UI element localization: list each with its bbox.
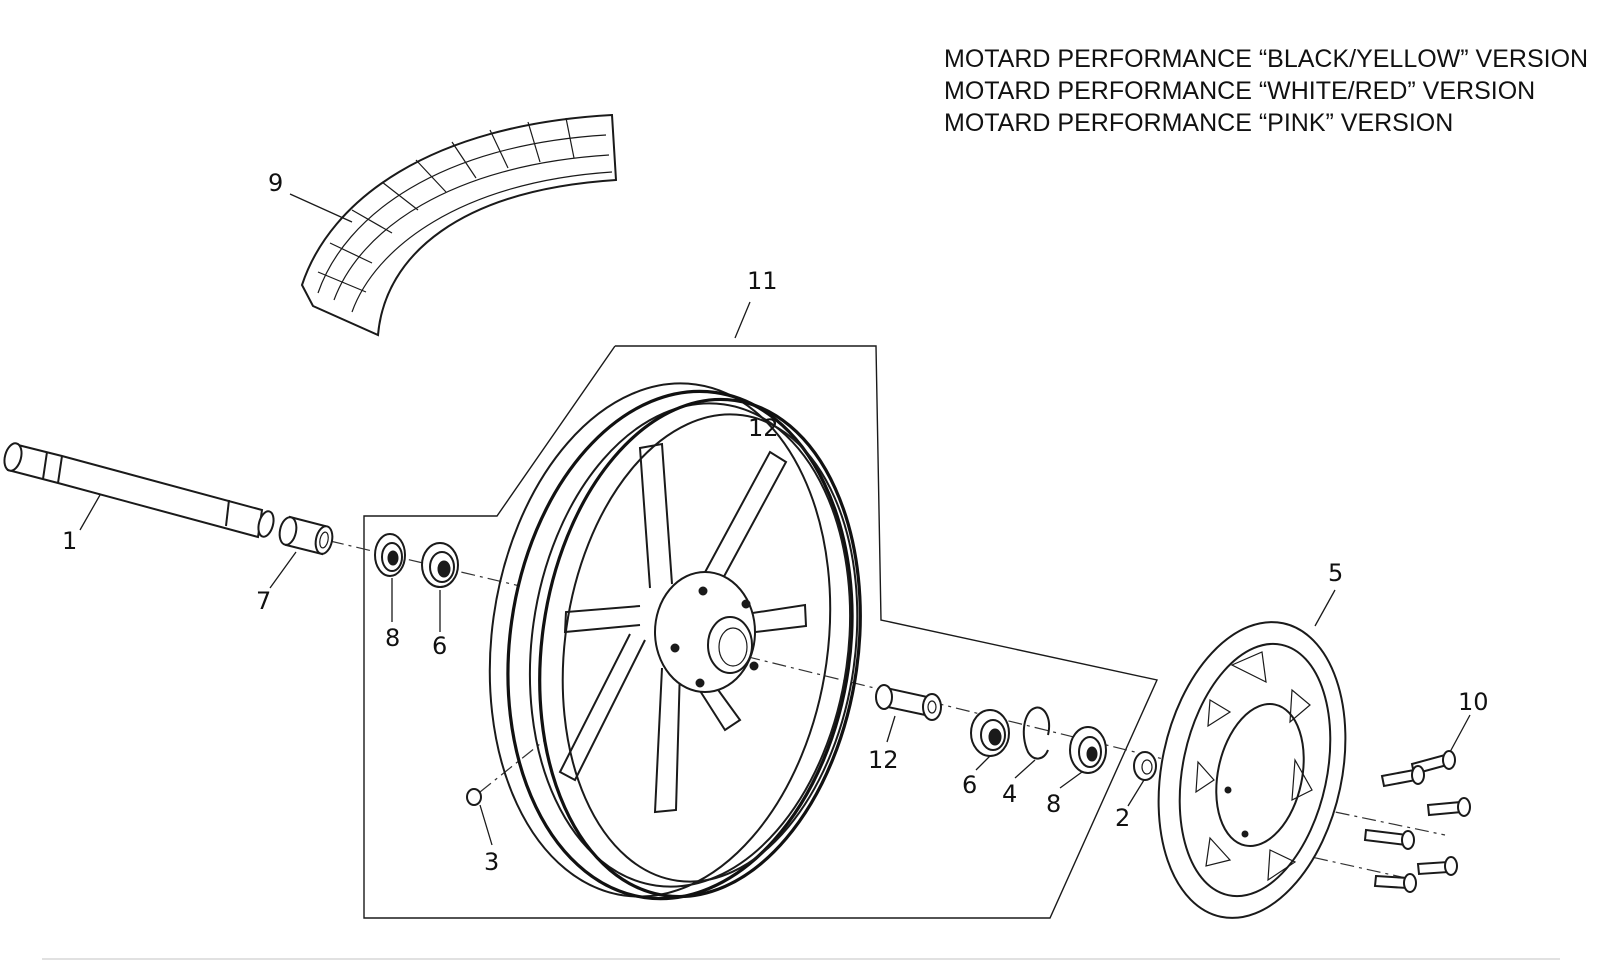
tyre <box>300 113 618 337</box>
callout-8-right: 8 <box>1046 790 1061 818</box>
callout-6-right: 6 <box>962 771 977 799</box>
left-bearing <box>421 542 459 588</box>
tyre-valve <box>466 788 482 806</box>
axle-shaft <box>3 442 275 539</box>
callout-10: 10 <box>1458 688 1489 716</box>
disc-screws <box>1363 750 1471 893</box>
right-spacer <box>1133 751 1157 781</box>
callout-6-left: 6 <box>432 632 447 660</box>
header-line-1: MOTARD PERFORMANCE “BLACK/YELLOW” VERSIO… <box>944 45 1588 73</box>
callout-11: 11 <box>747 267 778 295</box>
header-line-3: MOTARD PERFORMANCE “PINK” VERSION <box>944 109 1453 137</box>
header-line-2: MOTARD PERFORMANCE “WHITE/RED” VERSION <box>944 77 1535 105</box>
callout-labels: 1 2 3 4 5 6 6 7 8 8 9 10 11 12 12 <box>62 169 1489 876</box>
callout-8-left: 8 <box>385 624 400 652</box>
callout-12: 12 <box>868 746 899 774</box>
callout-4: 4 <box>1002 780 1017 808</box>
callout-3: 3 <box>484 848 499 876</box>
callout-7: 7 <box>256 587 271 615</box>
circlip <box>1022 706 1050 760</box>
right-oil-seal <box>1069 726 1107 774</box>
leader-lines <box>79 193 1471 846</box>
front-rim <box>488 382 862 901</box>
brake-disc <box>1157 621 1347 919</box>
inner-spacer <box>875 684 942 721</box>
version-header: MOTARD PERFORMANCE “BLACK/YELLOW” VERSIO… <box>944 45 1588 137</box>
right-bearing <box>970 709 1010 757</box>
callout-5: 5 <box>1328 559 1343 587</box>
callout-9: 9 <box>268 169 283 197</box>
callout-1: 1 <box>62 527 77 555</box>
callout-12-inside: 12 <box>748 414 779 442</box>
wheel-assembly-frame <box>363 345 1158 919</box>
left-oil-seal <box>374 533 406 577</box>
callout-2: 2 <box>1115 804 1130 832</box>
left-spacer <box>278 515 334 556</box>
